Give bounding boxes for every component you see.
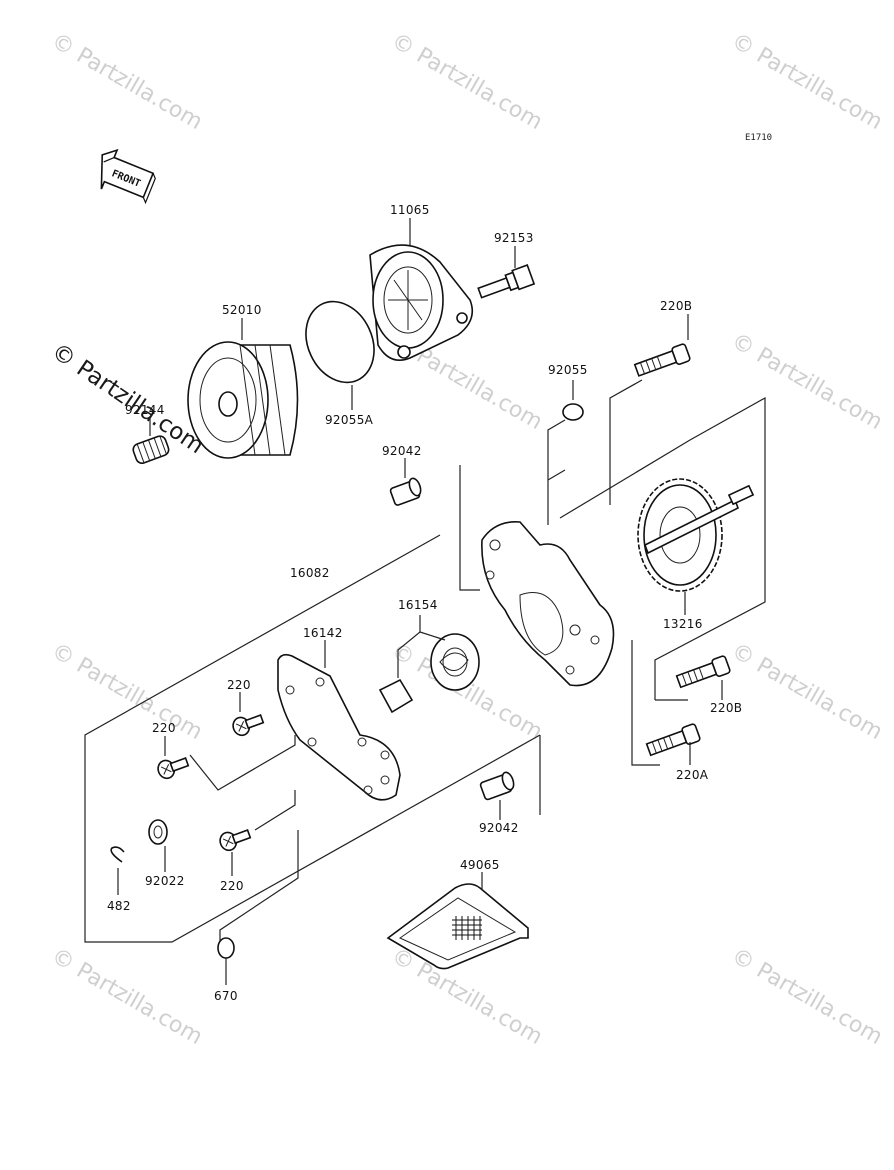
diagram-code: E1710	[745, 133, 772, 143]
label-220-c[interactable]: 220	[220, 879, 244, 893]
part-labels: 11065 92153 52010 92055A 92144 220B 9205…	[107, 203, 742, 1003]
label-13216[interactable]: 13216	[663, 617, 703, 631]
oil-filter-part	[187, 341, 299, 459]
screw-220-b-part	[157, 757, 190, 780]
bolt-220b-top-part	[633, 343, 691, 377]
watermark: © Partzilla.com	[387, 29, 547, 136]
rotor-pin-part	[378, 678, 414, 714]
washer-92022-part	[148, 819, 168, 845]
label-220-a[interactable]: 220	[227, 678, 251, 692]
front-arrow-icon: FRONT	[100, 148, 156, 205]
label-49065[interactable]: 49065	[460, 858, 500, 872]
watermark: © Partzilla.com	[47, 29, 207, 136]
bolt-92153-part	[477, 264, 536, 299]
screw-220-a-part	[232, 714, 265, 737]
label-670[interactable]: 670	[214, 989, 238, 1003]
label-92153[interactable]: 92153	[494, 231, 534, 245]
spring-92144-part	[132, 435, 170, 464]
watermark: © Partzilla.com	[727, 639, 887, 746]
rotor-16154-part	[430, 633, 480, 691]
gear-13216-part	[637, 478, 755, 592]
label-92022[interactable]: 92022	[145, 874, 185, 888]
circlip-482-part	[110, 846, 125, 863]
label-220a[interactable]: 220A	[676, 768, 709, 782]
bolt-220a-part	[645, 723, 701, 757]
watermark: © Partzilla.com	[47, 639, 207, 746]
screw-220-c-part	[219, 829, 252, 852]
dowel-92042-top-part	[389, 477, 422, 506]
watermark: © Partzilla.com	[727, 944, 887, 1051]
label-92042-bot[interactable]: 92042	[479, 821, 519, 835]
label-482[interactable]: 482	[107, 899, 131, 913]
bolt-220b-mid-part	[675, 655, 731, 689]
watermark: © Partzilla.com	[727, 329, 887, 436]
label-16142[interactable]: 16142	[303, 626, 343, 640]
label-52010[interactable]: 52010	[222, 303, 262, 317]
label-220b-mid[interactable]: 220B	[710, 701, 742, 715]
label-16082[interactable]: 16082	[290, 566, 330, 580]
label-92042-top[interactable]: 92042	[382, 444, 422, 458]
label-220-b[interactable]: 220	[152, 721, 176, 735]
label-92144[interactable]: 92144	[125, 403, 165, 417]
label-92055[interactable]: 92055	[548, 363, 588, 377]
watermark: © Partzilla.com	[727, 29, 887, 136]
o-ring-670-part	[217, 937, 235, 959]
label-220b-top[interactable]: 220B	[660, 299, 692, 313]
watermark-dark: © Partzilla.com	[47, 338, 209, 459]
watermark: © Partzilla.com	[47, 944, 207, 1051]
dowel-92042-bot-part	[479, 771, 515, 801]
cover-plate-16142-part	[277, 653, 401, 801]
pump-cover-part	[369, 244, 474, 361]
label-11065[interactable]: 11065	[390, 203, 430, 217]
label-16154[interactable]: 16154	[398, 598, 438, 612]
o-ring-92055a-part	[305, 300, 375, 384]
label-92055a[interactable]: 92055A	[325, 413, 374, 427]
o-ring-92055-part	[562, 403, 584, 421]
strainer-49065-part	[386, 883, 529, 970]
pump-body-part	[481, 521, 615, 687]
frame-lines	[84, 379, 766, 943]
